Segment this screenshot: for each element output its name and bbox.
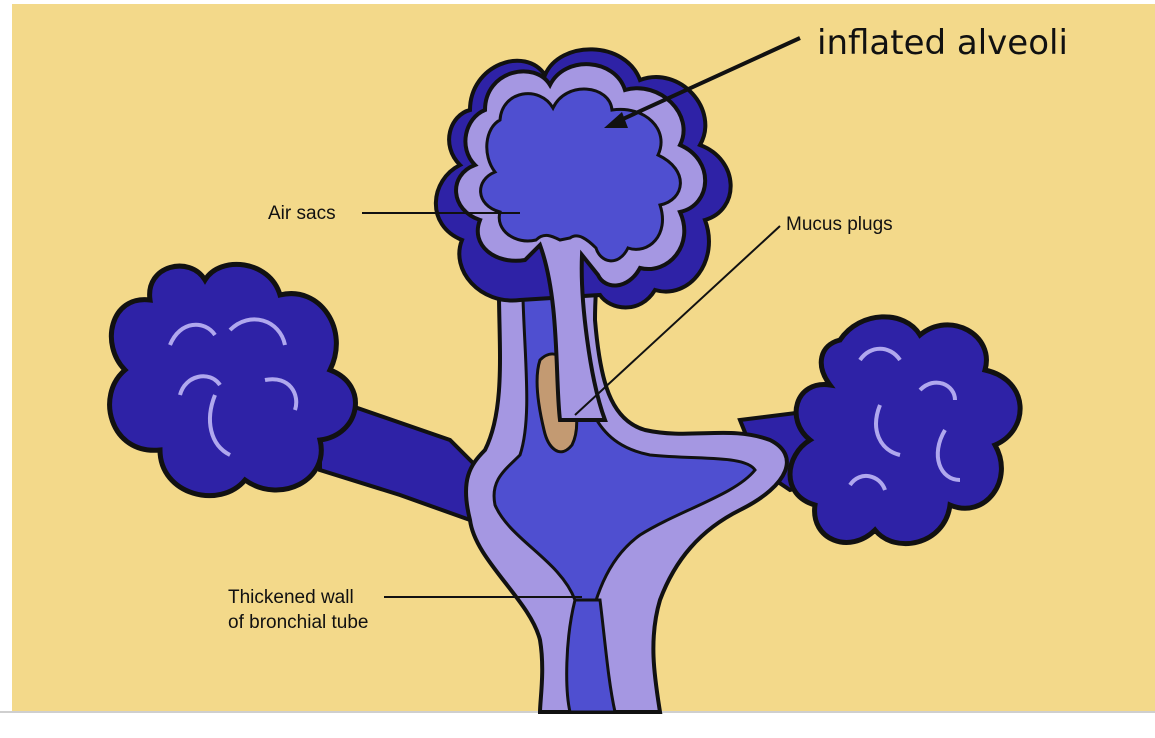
label-mucus-plugs: Mucus plugs (786, 214, 893, 235)
label-air-sacs: Air sacs (268, 203, 336, 224)
label-thickened-wall-2: of bronchial tube (228, 612, 369, 633)
label-inflated-alveoli: inflated alveoli (817, 23, 1068, 63)
label-thickened-wall-1: Thickened wall (228, 587, 354, 608)
